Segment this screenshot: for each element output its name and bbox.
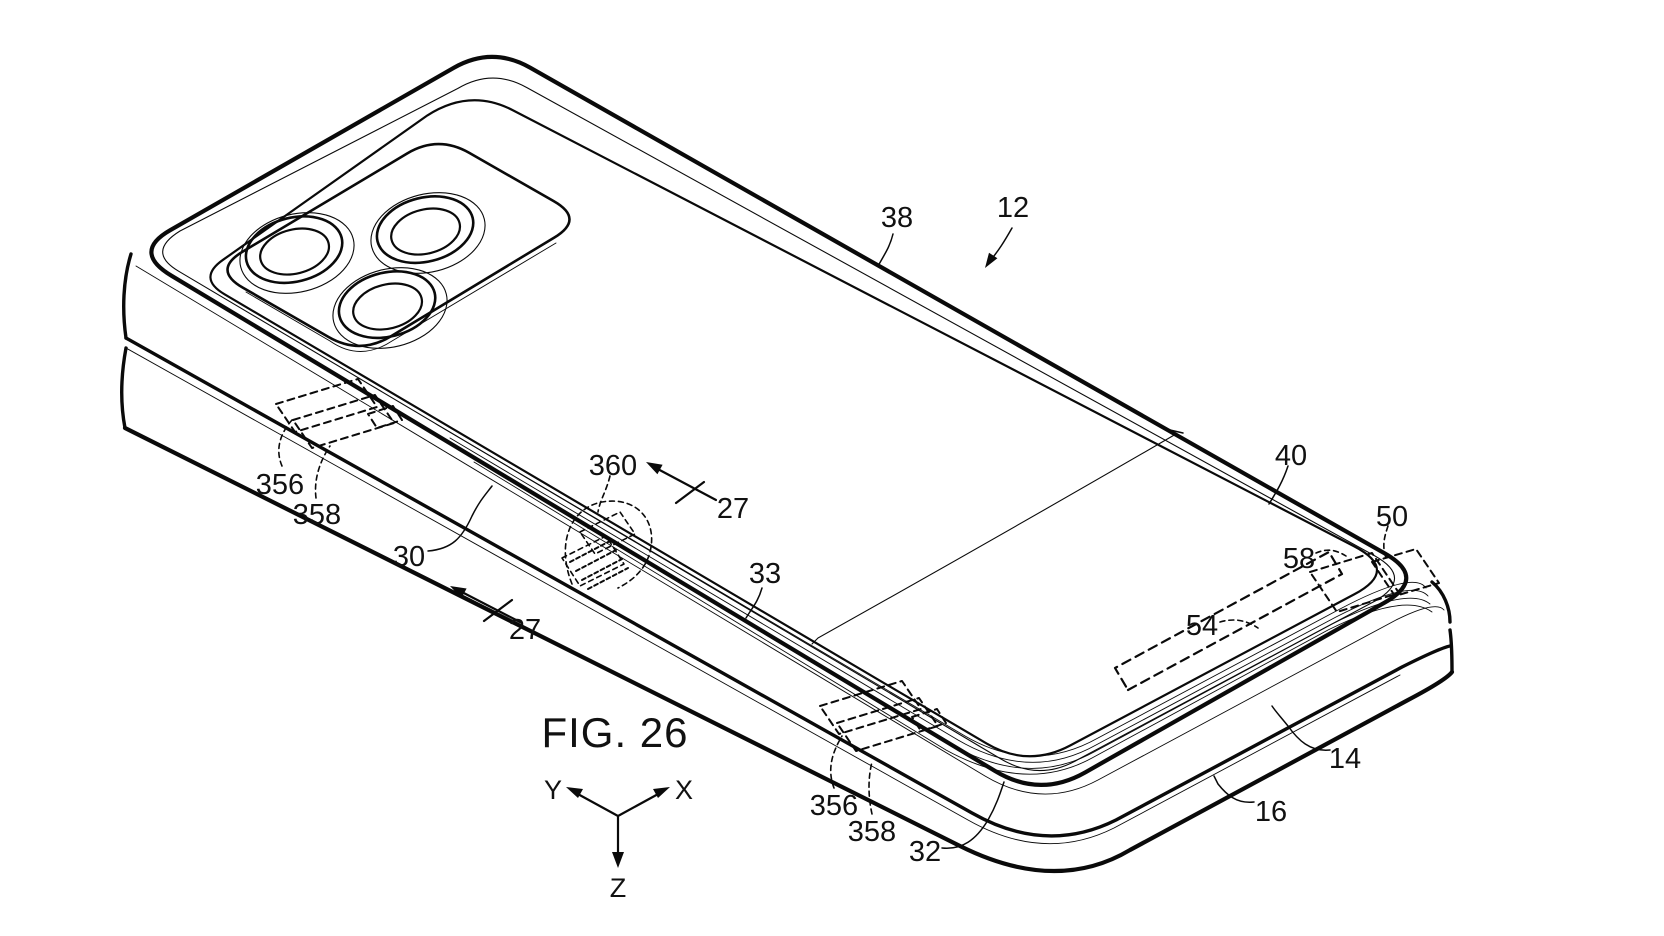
camera-lens-1 [239,212,355,294]
connector-360 [561,500,653,590]
left-end-edge [120,252,133,430]
axis-triad: Y X Z [544,775,693,903]
leader-lines [278,233,1389,849]
ref-label-16: 16 [1255,796,1287,828]
reference-labels: 38 12 356 358 30 360 27 27 33 40 50 58 5… [256,192,1408,868]
right-end-edge [1430,580,1454,674]
seam-highlight [125,347,1401,845]
ref-label-54: 54 [1186,610,1218,642]
magnet-356-358-bottom [819,680,947,752]
housing-seam-line [124,336,1452,838]
section-arrow-27-lower [450,586,522,624]
ref-label-38: 38 [881,202,913,234]
axis-label-y: Y [544,775,562,805]
ref-label-27-lower: 27 [509,614,541,646]
display-layer-lines [435,423,1433,775]
ref-label-14: 14 [1329,743,1361,775]
ref-label-358-left: 358 [293,499,341,531]
housing-side-faces [120,252,1455,874]
ref-label-358-bottom: 358 [848,816,896,848]
back-panel-outline [209,99,1379,758]
top-face-outline [149,54,1409,787]
top-face-edge-highlight [162,77,1395,772]
camera-island-lip [245,242,557,352]
figure-caption: FIG. 26 [541,709,688,756]
pointer-arrow-12 [985,227,1013,268]
side-top-highlight [135,265,1445,795]
ref-label-33: 33 [749,558,781,590]
folded-phone-drawing [120,54,1455,874]
bottom-outline [122,425,1455,874]
axis-label-x: X [675,775,693,805]
axis-label-z: Z [610,873,627,903]
ref-label-356-bottom: 356 [810,790,858,822]
ref-label-27-upper: 27 [717,493,749,525]
camera-lens-3 [332,267,448,349]
ref-label-360: 360 [589,450,637,482]
y-axis-arrowhead [566,787,583,798]
ref-label-50: 50 [1376,501,1408,533]
ref-label-12: 12 [997,192,1029,224]
ref-label-30: 30 [393,541,425,573]
ref-label-58: 58 [1283,543,1315,575]
ref-label-356-left: 356 [256,469,304,501]
sensor-50-58 [1309,548,1440,613]
camera-island [226,142,571,348]
magnet-356-358-left [275,378,403,449]
fold-seam-notch [1169,429,1184,434]
ref-label-32: 32 [909,836,941,868]
z-axis-arrowhead [612,852,624,868]
camera-lens-2 [370,192,486,274]
ref-label-40: 40 [1275,440,1307,472]
x-axis-arrowhead [653,787,670,798]
section-arrow-27-upper [646,462,718,505]
fold-seam-line [811,433,1177,645]
antenna-strip-54 [1113,550,1344,692]
